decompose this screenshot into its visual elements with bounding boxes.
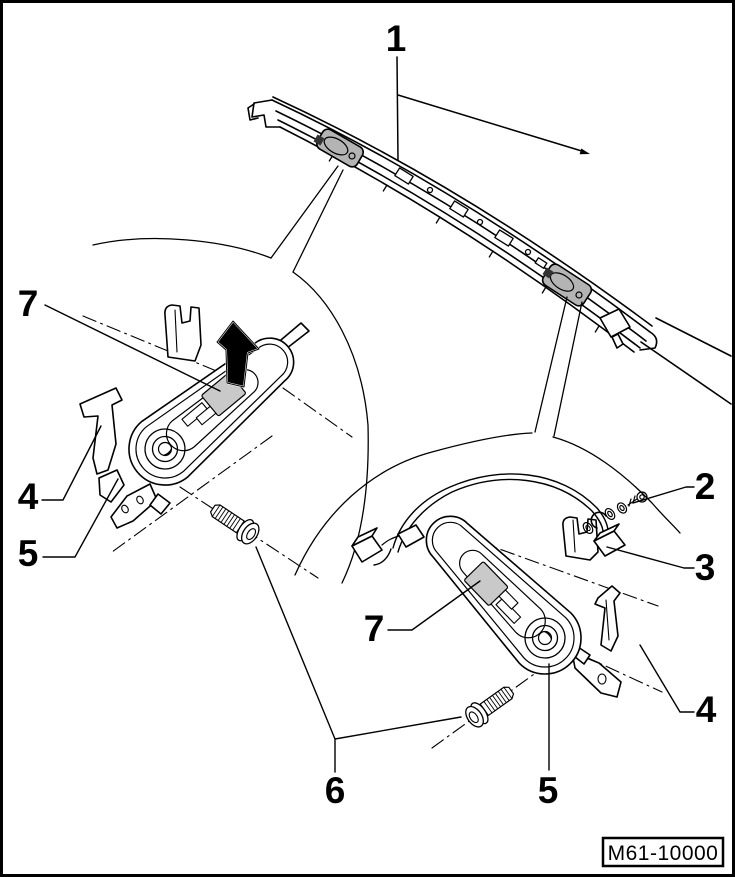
rail-left-end-cap [251,99,281,128]
leader-4-left [41,425,102,501]
callout-5-left: 5 [18,533,39,574]
leader-6 [255,546,462,773]
leader-7-left [44,304,221,392]
callout-1: 1 [386,18,407,59]
body-outline-upper [655,317,732,357]
latch-receiver-right [541,263,593,307]
screw-right-icon [465,686,515,728]
leader-2 [632,486,695,504]
detail-circle-right [294,296,681,576]
zoom-wedge-line [534,296,568,433]
callout-6: 6 [325,770,346,811]
latch-mechanism-right [351,473,663,749]
switch-block [582,511,626,557]
zoom-wedge-line [270,165,339,259]
wire-harness [373,473,609,566]
callout-leaders [41,304,695,773]
figure-code-label: M61-10000 [608,842,719,865]
direction-arrowhead-icon [579,148,590,155]
leader-3 [606,546,695,569]
figure-code-box: M61-10000 [601,836,725,868]
bracket-top-right [562,516,599,561]
callout-4-left: 4 [18,476,39,517]
callout-7-left: 7 [18,283,39,324]
callout-2: 2 [695,466,716,507]
roof-rail-assembly [247,96,732,405]
screw-left-icon [210,504,260,545]
leader-7-right [387,580,481,631]
leader-5-left [42,478,119,558]
rail-direction-line [397,94,586,153]
callout-4-right: 4 [696,689,717,730]
latch-receiver-left [313,128,365,168]
callout-7-right: 7 [364,608,385,649]
latch-pad-right [464,561,509,606]
bracket-left [79,387,123,475]
zoom-wedge-line [553,301,583,437]
harness-connector [397,524,425,548]
nut-assembly [604,491,648,521]
bracket-top-left [164,304,202,362]
zoom-wedge-line [292,169,344,273]
callout-3: 3 [695,547,716,588]
latch-mechanism-left [79,304,353,579]
leader-4-right [639,644,695,713]
callout-5-right: 5 [538,770,559,811]
body-outline-lower [640,341,732,405]
callout-1-leader [396,56,586,161]
rail-right-end-cap [639,331,658,351]
